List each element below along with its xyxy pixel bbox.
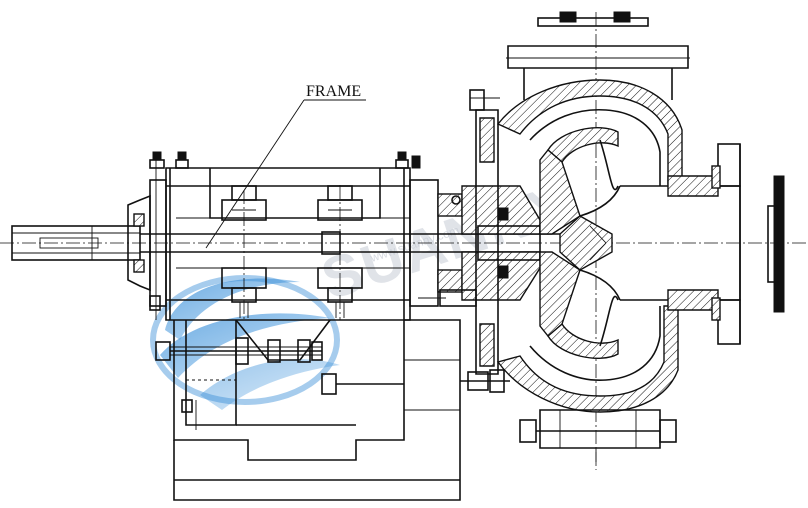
casing-bottom-bolts bbox=[519, 409, 677, 462]
bolt-assembly-right bbox=[317, 185, 363, 318]
pump-casing bbox=[469, 11, 690, 413]
frame-label: FRAME bbox=[306, 83, 361, 100]
seal-housing bbox=[409, 179, 541, 393]
impeller bbox=[539, 126, 621, 360]
bolt-assembly-left bbox=[221, 185, 267, 318]
suction-inlet bbox=[620, 143, 785, 345]
frame-callout: FRAME bbox=[205, 83, 366, 249]
frame bbox=[165, 151, 461, 501]
adjusting-screw bbox=[149, 295, 404, 413]
bearing-end-cover-left bbox=[127, 151, 189, 320]
